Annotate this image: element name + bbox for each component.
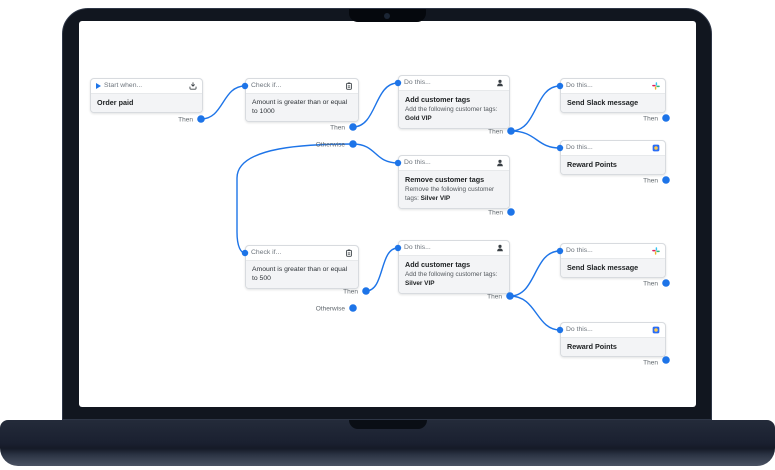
card-header-label: Do this... [566, 247, 593, 254]
flow-card-trigger[interactable]: Start when... Order paid [90, 78, 203, 113]
desc-text: Remove the following customer tags: [405, 186, 495, 202]
card-header: Do this... [561, 79, 665, 93]
laptop-thumb-notch [348, 420, 427, 429]
card-header-label: Check if... [251, 249, 282, 256]
card-header: Check if... [246, 246, 358, 260]
flow-card-reward-2[interactable]: Do this... Reward Points [560, 322, 666, 357]
trigger-flag-icon [96, 83, 101, 89]
flow-card-add-gold-vip[interactable]: Do this... Add customer tags Add the fol… [398, 75, 510, 129]
desc-text: Add the following customer tags: [405, 106, 498, 113]
slack-icon [652, 247, 660, 255]
flow-card-check-500[interactable]: Check if... Amount is greater than or eq… [245, 245, 359, 289]
camera-icon [384, 13, 390, 19]
card-header: Do this... [561, 323, 665, 337]
card-title: Send Slack message [567, 263, 639, 272]
card-title: Reward Points [567, 160, 617, 169]
customer-icon [496, 159, 504, 167]
card-header: Do this... [561, 244, 665, 258]
condition-icon [345, 249, 353, 257]
slack-icon [652, 82, 660, 90]
card-header-label: Do this... [566, 82, 593, 89]
customer-icon [496, 244, 504, 252]
card-header-label: Check if... [251, 82, 282, 89]
flow-card-remove-silver-vip[interactable]: Do this... Remove customer tags Remove t… [398, 155, 510, 209]
reward-points-icon [652, 144, 660, 152]
tag-value: Silver VIP [405, 279, 435, 287]
card-description: Add the following customer tags: Gold VI… [405, 106, 503, 123]
card-header: Do this... [399, 156, 509, 170]
card-header: Check if... [246, 79, 358, 93]
card-header-label: Start when... [104, 82, 143, 89]
card-header-label: Do this... [404, 244, 431, 251]
flow-card-check-1000[interactable]: Check if... Amount is greater than or eq… [245, 78, 359, 122]
flow-card-slack-2[interactable]: Do this... Send Slack message [560, 243, 666, 278]
flow-card-slack-1[interactable]: Do this... Send Slack message [560, 78, 666, 113]
customer-icon [496, 79, 504, 87]
tag-value: Gold VIP [405, 114, 432, 122]
card-header-label: Do this... [566, 144, 593, 151]
laptop-base [0, 420, 775, 466]
condition-icon [345, 82, 353, 90]
card-description: Remove the following customer tags: Silv… [405, 186, 503, 203]
card-header-label: Do this... [566, 326, 593, 333]
card-title: Order paid [97, 98, 134, 107]
condition-text: Amount is greater than or equal to 1000 [252, 99, 348, 115]
card-header-label: Do this... [404, 159, 431, 166]
card-title: Send Slack message [567, 98, 639, 107]
card-title: Reward Points [567, 342, 617, 351]
condition-text: Amount is greater than or equal to 500 [252, 266, 348, 282]
reward-points-icon [652, 326, 660, 334]
card-header: Do this... [561, 141, 665, 155]
card-title: Remove customer tags [405, 175, 485, 184]
order-tray-icon [189, 82, 197, 90]
card-header: Do this... [399, 76, 509, 90]
card-title: Add customer tags [405, 260, 471, 269]
card-header-label: Do this... [404, 79, 431, 86]
flow-card-add-silver-vip[interactable]: Do this... Add customer tags Add the fol… [398, 240, 510, 294]
tag-value: Silver VIP [420, 194, 451, 202]
card-title: Add customer tags [405, 95, 471, 104]
card-header: Do this... [399, 241, 509, 255]
flow-card-reward-1[interactable]: Do this... Reward Points [560, 140, 666, 175]
desc-text: Add the following customer tags: [405, 271, 498, 278]
card-description: Add the following customer tags: Silver … [405, 271, 503, 288]
card-header: Start when... [91, 79, 202, 93]
